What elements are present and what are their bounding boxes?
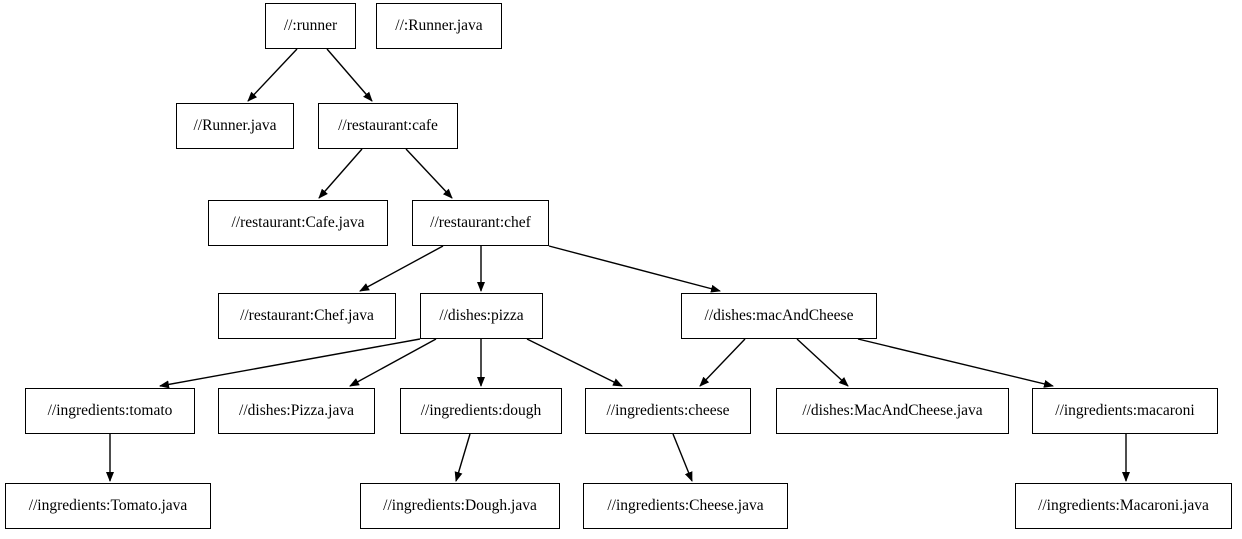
graph-node-label: //ingredients:Macaroni.java bbox=[1038, 497, 1209, 515]
graph-node-dishes_pizza[interactable]: //dishes:pizza bbox=[420, 293, 543, 339]
graph-node-label: //ingredients:Tomato.java bbox=[28, 497, 188, 515]
graph-node-cafe_java[interactable]: //restaurant:Cafe.java bbox=[208, 200, 388, 246]
graph-node-label: //restaurant:Cafe.java bbox=[231, 214, 365, 232]
graph-node-ing_cheese[interactable]: //ingredients:cheese bbox=[585, 388, 751, 434]
graph-node-label: //ingredients:macaroni bbox=[1055, 402, 1195, 420]
graph-node-dishes_mac[interactable]: //dishes:macAndCheese bbox=[681, 293, 877, 339]
graph-node-runner_java[interactable]: //Runner.java bbox=[176, 103, 294, 149]
graph-node-dough_java[interactable]: //ingredients:Dough.java bbox=[360, 483, 560, 529]
graph-node-chef_java[interactable]: //restaurant:Chef.java bbox=[218, 293, 396, 339]
graph-node-cheese_java[interactable]: //ingredients:Cheese.java bbox=[583, 483, 788, 529]
graph-node-restaurant_chef[interactable]: //restaurant:chef bbox=[412, 200, 549, 246]
graph-node-label: //:runner bbox=[283, 17, 338, 35]
graph-node-label: //ingredients:Cheese.java bbox=[607, 497, 764, 515]
graph-node-label: //restaurant:chef bbox=[430, 214, 531, 232]
graph-node-label: //ingredients:tomato bbox=[47, 402, 173, 420]
graph-node-label: //dishes:MacAndCheese.java bbox=[802, 402, 983, 420]
graph-node-label: //dishes:Pizza.java bbox=[239, 402, 354, 420]
graph-node-label: //dishes:macAndCheese bbox=[704, 307, 854, 325]
graph-node-label: //restaurant:cafe bbox=[338, 117, 438, 135]
graph-node-label: //restaurant:Chef.java bbox=[240, 307, 374, 325]
graph-node-label: //Runner.java bbox=[193, 117, 277, 135]
graph-node-ing_macaroni[interactable]: //ingredients:macaroni bbox=[1032, 388, 1218, 434]
graph-node-label: //:Runner.java bbox=[395, 17, 483, 35]
graph-node-mac_java[interactable]: //dishes:MacAndCheese.java bbox=[776, 388, 1009, 434]
graph-node-label: //ingredients:cheese bbox=[606, 402, 730, 420]
graph-node-root_runner_java[interactable]: //:Runner.java bbox=[376, 3, 502, 49]
graph-node-label: //ingredients:Dough.java bbox=[383, 497, 537, 515]
graph-node-pizza_java[interactable]: //dishes:Pizza.java bbox=[218, 388, 375, 434]
graph-node-ing_dough[interactable]: //ingredients:dough bbox=[400, 388, 562, 434]
graph-node-tomato_java[interactable]: //ingredients:Tomato.java bbox=[5, 483, 211, 529]
graph-node-restaurant_cafe[interactable]: //restaurant:cafe bbox=[318, 103, 458, 149]
graph-node-runner[interactable]: //:runner bbox=[265, 3, 356, 49]
graph-node-label: //ingredients:dough bbox=[420, 402, 542, 420]
graph-node-macaroni_java[interactable]: //ingredients:Macaroni.java bbox=[1015, 483, 1232, 529]
graph-node-label: //dishes:pizza bbox=[439, 307, 524, 325]
graph-node-ing_tomato[interactable]: //ingredients:tomato bbox=[25, 388, 195, 434]
